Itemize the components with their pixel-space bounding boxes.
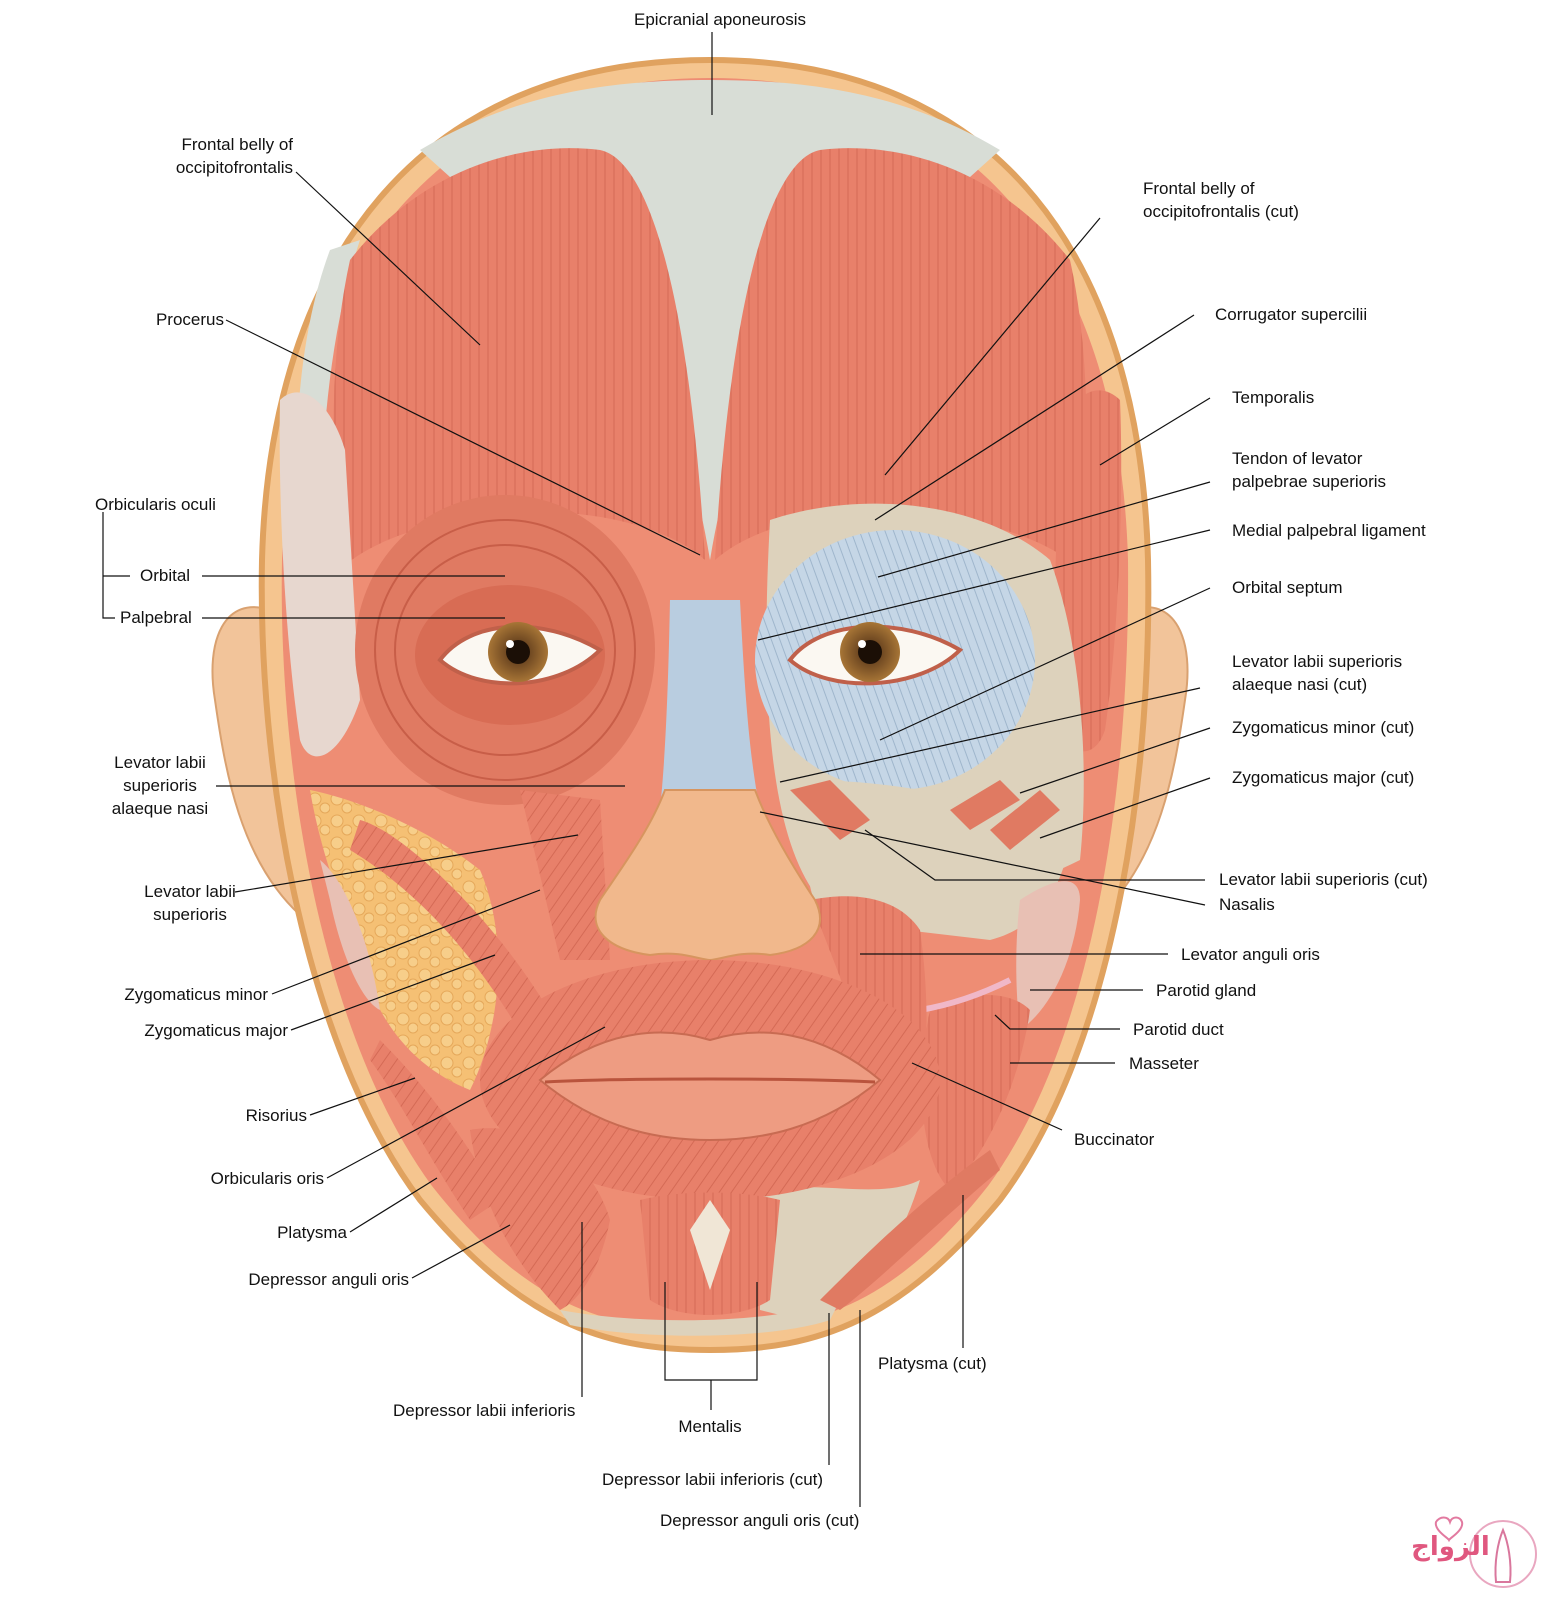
- label-procerus: Procerus: [155, 310, 224, 329]
- platysma-left: [370, 1040, 500, 1220]
- label-zygomaticus-major: Zygomaticus major: [144, 1021, 288, 1040]
- label-epicranial-aponeurosis: Epicranial aponeurosis: [634, 10, 806, 29]
- label-orbicularis-oculi: Orbicularis oculi: [95, 495, 216, 514]
- label-zygomaticus-major-cut: Zygomaticus major (cut): [1232, 768, 1415, 787]
- label-corrugator-supercilii: Corrugator supercilii: [1215, 305, 1368, 324]
- label-orbital-septum: Orbital septum: [1232, 578, 1343, 597]
- label-depressor-anguli-oris: Depressor anguli oris: [248, 1270, 409, 1289]
- nasal-bridge: [660, 600, 760, 810]
- levator-labii-left: [520, 790, 610, 960]
- label-levator-anguli-oris: Levator anguli oris: [1181, 945, 1320, 964]
- lips: [538, 1031, 882, 1142]
- watermark-emblem: [1434, 1516, 1537, 1588]
- frontal-belly-right: [715, 148, 1087, 570]
- parotid-duct: [919, 977, 1012, 1013]
- zygomaticus-left: [350, 820, 560, 1050]
- label-temporalis: Temporalis: [1232, 388, 1315, 407]
- parotid-right: [1016, 881, 1080, 1030]
- label-depressor-labii-inferioris: Depressor labii inferioris: [393, 1401, 576, 1420]
- label-medial-palpebral-ligament: Medial palpebral ligament: [1232, 521, 1426, 540]
- label-zygomaticus-minor-cut: Zygomaticus minor (cut): [1232, 718, 1415, 737]
- label-orbicularis-oris: Orbicularis oris: [210, 1169, 324, 1188]
- parotid-left: [320, 860, 380, 1010]
- label-zygomaticus-minor: Zygomaticus minor: [124, 985, 268, 1004]
- label-platysma-cut: Platysma (cut): [878, 1354, 987, 1373]
- buccal-fat-left: [310, 790, 499, 1090]
- label-depressor-anguli-oris-cut: Depressor anguli oris (cut): [660, 1511, 860, 1530]
- levator-right-cut: [790, 780, 870, 840]
- label-depressor-labii-inferioris-cut: Depressor labii inferioris (cut): [602, 1470, 824, 1489]
- label-mentalis: Mentalis: [678, 1417, 742, 1436]
- platysma-cut: [820, 1150, 1000, 1310]
- watermark-text: الزواج: [1411, 1532, 1490, 1562]
- label-risorius: Risorius: [245, 1106, 307, 1125]
- label-buccinator: Buccinator: [1074, 1130, 1155, 1149]
- label-levator-superioris-cut: Levator labii superioris (cut): [1219, 870, 1428, 889]
- watermark-logo: الزواج: [1408, 1502, 1538, 1592]
- nose: [594, 789, 821, 962]
- label-platysma: Platysma: [277, 1223, 347, 1242]
- label-masseter: Masseter: [1129, 1054, 1199, 1073]
- label-parotid-gland: Parotid gland: [1156, 981, 1257, 1000]
- chin-bone-right: [760, 1180, 920, 1320]
- temporalis-left: [279, 392, 360, 757]
- label-nasalis: Nasalis: [1219, 895, 1275, 914]
- label-parotid-duct: Parotid duct: [1133, 1020, 1224, 1039]
- frontal-belly-left: [333, 148, 705, 570]
- label-orbital: Orbital: [140, 566, 191, 585]
- depressor-anguli-left: [470, 1128, 610, 1310]
- masseter-right: [921, 995, 1030, 1190]
- leader-lines: [102, 32, 1211, 1507]
- label-palpebral: Palpebral: [120, 608, 192, 627]
